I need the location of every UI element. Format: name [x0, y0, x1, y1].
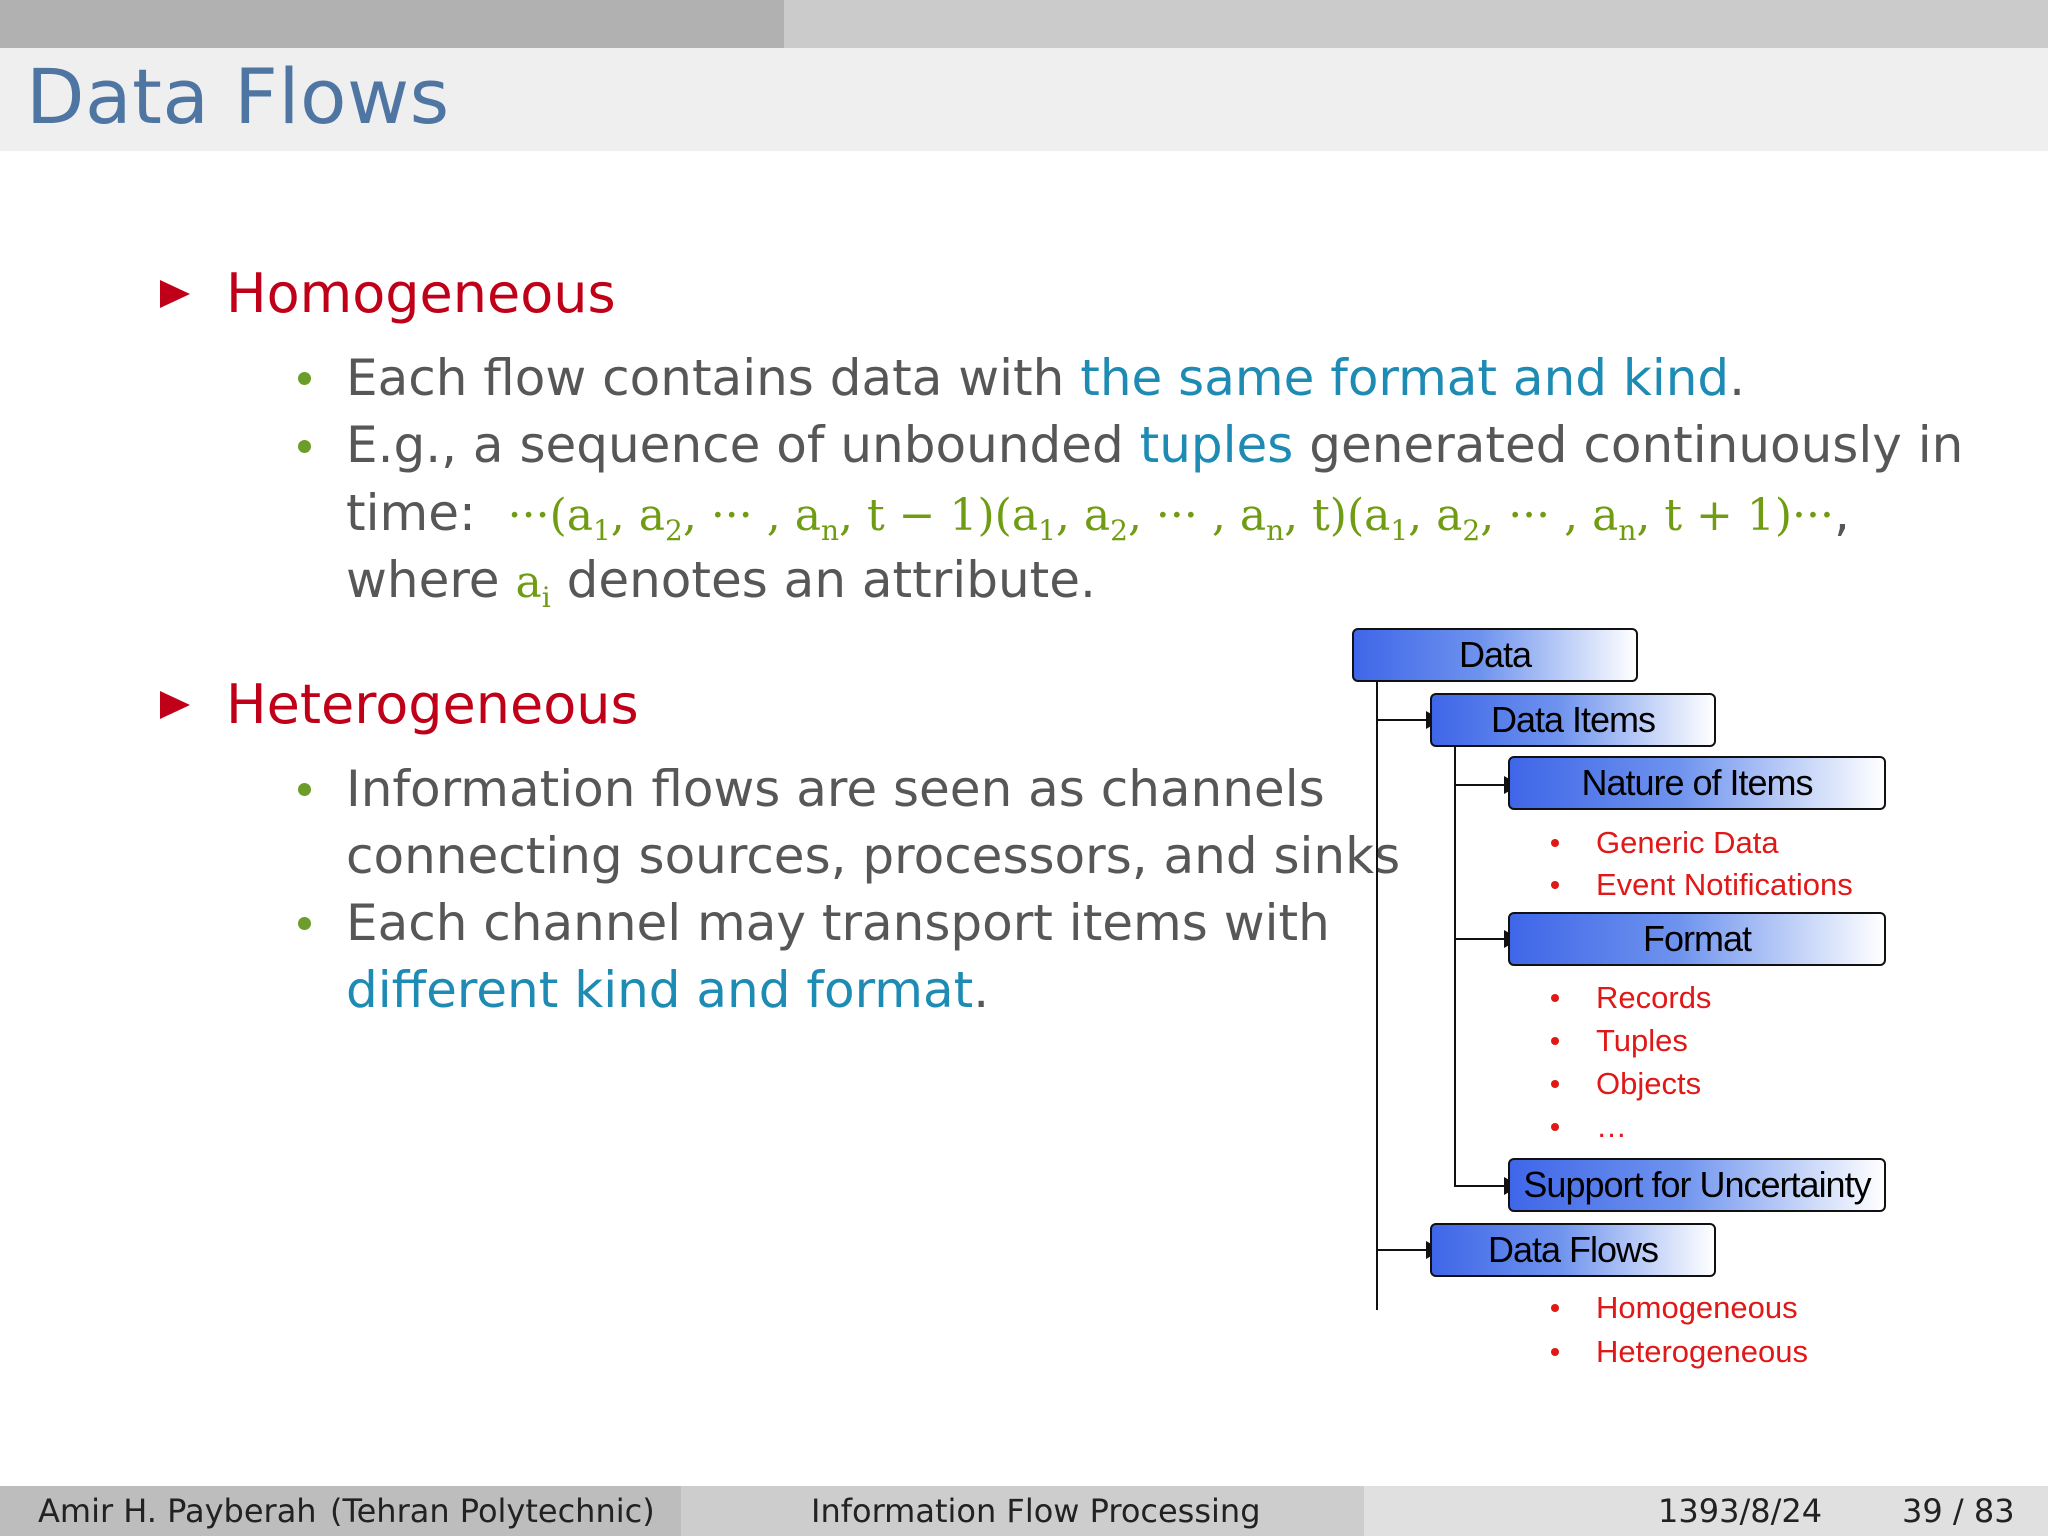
triangle-bullet-icon — [160, 280, 190, 308]
bullet-dot-icon — [298, 440, 311, 453]
footer-left: Amir H. Payberah (Tehran Polytechnic) — [0, 1486, 681, 1536]
progress-bar-fill — [0, 0, 785, 48]
homogeneous-bullet-2: E.g., a sequence of unbounded tuples gen… — [346, 416, 1964, 474]
heterogeneous-bullet-1-cont: connecting sources, processors, and sink… — [346, 827, 1401, 885]
homogeneous-bullet-2-formula: time: ···(a1, a2, ··· , an, t − 1)(a1, a… — [346, 484, 1850, 547]
attribute-symbol: ai — [515, 557, 551, 614]
section-heading: Heterogeneous — [226, 673, 639, 736]
footer: Amir H. Payberah (Tehran Polytechnic) In… — [0, 1486, 2048, 1536]
data-taxonomy-diagram: Data Data Items Nature of Items Format S… — [1340, 620, 1900, 1380]
bullet-dot-icon — [298, 783, 311, 796]
connector-line — [1454, 784, 1506, 786]
connector-line — [1454, 938, 1506, 940]
heterogeneous-bullet-2-cont: different kind and format. — [346, 961, 990, 1019]
node-nature-of-items: Nature of Items — [1508, 756, 1886, 810]
node-format: Format — [1508, 912, 1886, 966]
list-item: … — [1544, 1106, 1711, 1149]
footer-page-number: 39 / 83 — [1902, 1492, 2015, 1530]
connector-line — [1376, 676, 1378, 1310]
footer-course: Information Flow Processing — [811, 1492, 1261, 1530]
list-item: Objects — [1544, 1063, 1711, 1106]
triangle-bullet-icon — [160, 691, 190, 719]
list-item: Heterogeneous — [1544, 1331, 1808, 1375]
node-data-items: Data Items — [1430, 693, 1716, 747]
progress-bar — [0, 0, 2048, 48]
footer-right: 1393/8/24 39 / 83 — [1364, 1486, 2048, 1536]
section-heading: Homogeneous — [226, 262, 616, 325]
footer-center: Information Flow Processing — [681, 1486, 1364, 1536]
footer-affiliation: (Tehran Polytechnic) — [330, 1492, 655, 1530]
bullet-dot-icon — [298, 372, 311, 385]
homogeneous-bullet-1: Each flow contains data with the same fo… — [346, 349, 1746, 407]
format-list: Records Tuples Objects … — [1544, 977, 1711, 1149]
node-data: Data — [1352, 628, 1638, 682]
list-item: Tuples — [1544, 1020, 1711, 1063]
slide-title: Data Flows — [26, 52, 450, 141]
list-item: Homogeneous — [1544, 1287, 1808, 1331]
heterogeneous-bullet-2: Each channel may transport items with — [346, 894, 1330, 952]
nature-list: Generic Data Event Notifications — [1544, 822, 1853, 906]
footer-date: 1393/8/24 — [1658, 1492, 1823, 1530]
bullet-dot-icon — [298, 917, 311, 930]
connector-line — [1454, 742, 1456, 1187]
connector-line — [1376, 719, 1428, 721]
homogeneous-bullet-2-where: where ai denotes an attribute. — [346, 551, 1096, 614]
connector-line — [1376, 1249, 1428, 1251]
list-item: Generic Data — [1544, 822, 1853, 864]
footer-author: Amir H. Payberah — [38, 1492, 317, 1530]
node-support-for-uncertainty: Support for Uncertainty — [1508, 1158, 1886, 1212]
connector-line — [1454, 1185, 1506, 1187]
flows-list: Homogeneous Heterogeneous — [1544, 1287, 1808, 1375]
list-item: Records — [1544, 977, 1711, 1020]
tuple-sequence-formula: ···(a1, a2, ··· , an, t − 1)(a1, a2, ···… — [507, 490, 1835, 547]
node-data-flows: Data Flows — [1430, 1223, 1716, 1277]
heterogeneous-bullet-1: Information flows are seen as channels — [346, 760, 1325, 818]
title-bar — [0, 48, 2048, 151]
list-item: Event Notifications — [1544, 864, 1853, 906]
